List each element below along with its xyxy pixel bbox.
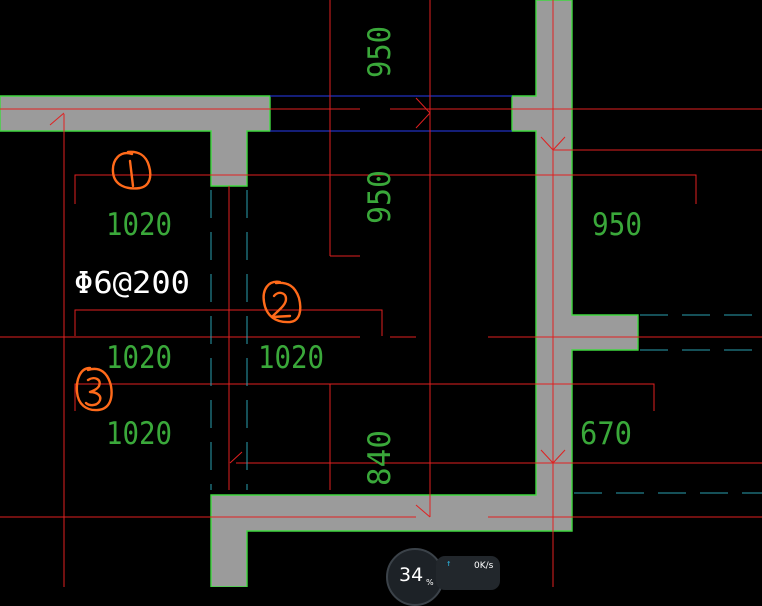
dim-left-1020-b: 1020 bbox=[106, 340, 172, 376]
upload-speed: 0K/s bbox=[474, 561, 494, 571]
dim-right-670: 670 bbox=[580, 416, 632, 452]
network-speed-meter[interactable]: 34 % ↑ 0K/s bbox=[386, 548, 504, 606]
dim-top-950: 950 bbox=[362, 26, 398, 78]
rebar-spec-label: Φ6@200 bbox=[74, 266, 190, 301]
hand-marker-3 bbox=[75, 366, 113, 412]
dim-center-1020: 1020 bbox=[258, 340, 324, 376]
dim-vert-840: 840 bbox=[362, 430, 398, 486]
usage-percent-unit: % bbox=[426, 578, 434, 587]
dimension-labels: 950 950 950 1020 1020 1020 1020 840 670 bbox=[106, 26, 642, 486]
dim-left-1020-c: 1020 bbox=[106, 416, 172, 452]
cad-drawing-canvas[interactable]: 950 950 950 1020 1020 1020 1020 840 670 … bbox=[0, 0, 762, 587]
dim-left-1020-a: 1020 bbox=[106, 207, 172, 243]
usage-percent: 34 bbox=[399, 564, 424, 586]
hidden-lines bbox=[210, 190, 762, 494]
upload-arrow-icon: ↑ bbox=[446, 559, 452, 569]
hand-marker-1 bbox=[111, 150, 152, 190]
wall-top-left bbox=[0, 95, 271, 187]
dim-right-950: 950 bbox=[592, 207, 642, 243]
dim-mid-950: 950 bbox=[362, 170, 398, 224]
door-opening bbox=[270, 95, 512, 132]
speed-panel: ↑ 0K/s bbox=[436, 556, 500, 590]
hand-marker-2 bbox=[262, 280, 302, 324]
axis-lines bbox=[0, 0, 762, 587]
